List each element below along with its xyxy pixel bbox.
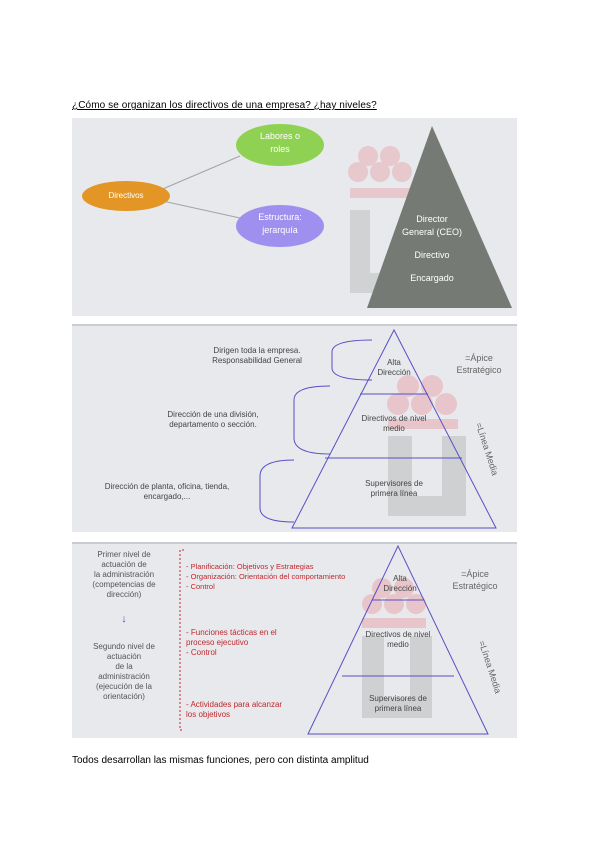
panel3-graphics [72,542,517,735]
watermark-logo [387,375,466,516]
level2-description: Dirección de una división,departamento o… [167,410,259,429]
panel1-graphics [82,124,512,308]
panel-levels-diagram: Dirigen toda la empresa.Responsabilidad … [72,324,517,532]
page-footer-text: Todos desarrollan las mismas funciones, … [72,755,369,766]
watermark-logo [362,578,432,718]
page-heading: ¿Cómo se organizan los directivos de una… [72,100,377,111]
level1-description: Dirigen toda la empresa.Responsabilidad … [212,346,302,365]
labores-ellipse [236,124,324,166]
estructura-label: Estructura:jerarquía [258,212,302,235]
estructura-ellipse [236,205,324,247]
directivos-ellipse [82,181,170,211]
level3-description: Dirección de planta, oficina, tienda,enc… [104,482,230,501]
down-arrow-icon: ↓ [121,613,127,625]
hierarchy-pyramid [367,126,512,308]
directivos-label: Directivos [108,191,144,200]
pyramid-labels: Director General (CEO) Directivo Encarga… [401,214,463,283]
strategic-functions: - Planificación: Objetivos y Estrategias… [186,562,346,591]
panel2-graphics [72,324,517,529]
